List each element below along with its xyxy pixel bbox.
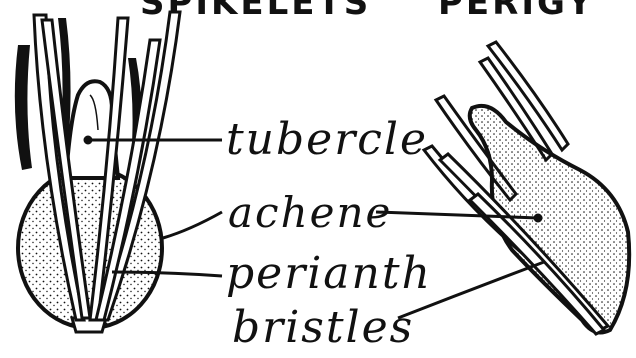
left-achene-figure xyxy=(15,12,180,332)
label-bristles: bristles xyxy=(232,306,414,350)
label-achene: achene xyxy=(228,192,392,234)
right-achene-figure xyxy=(424,42,629,334)
label-tubercle: tubercle xyxy=(226,118,428,162)
label-perianth: perianth xyxy=(226,252,432,296)
